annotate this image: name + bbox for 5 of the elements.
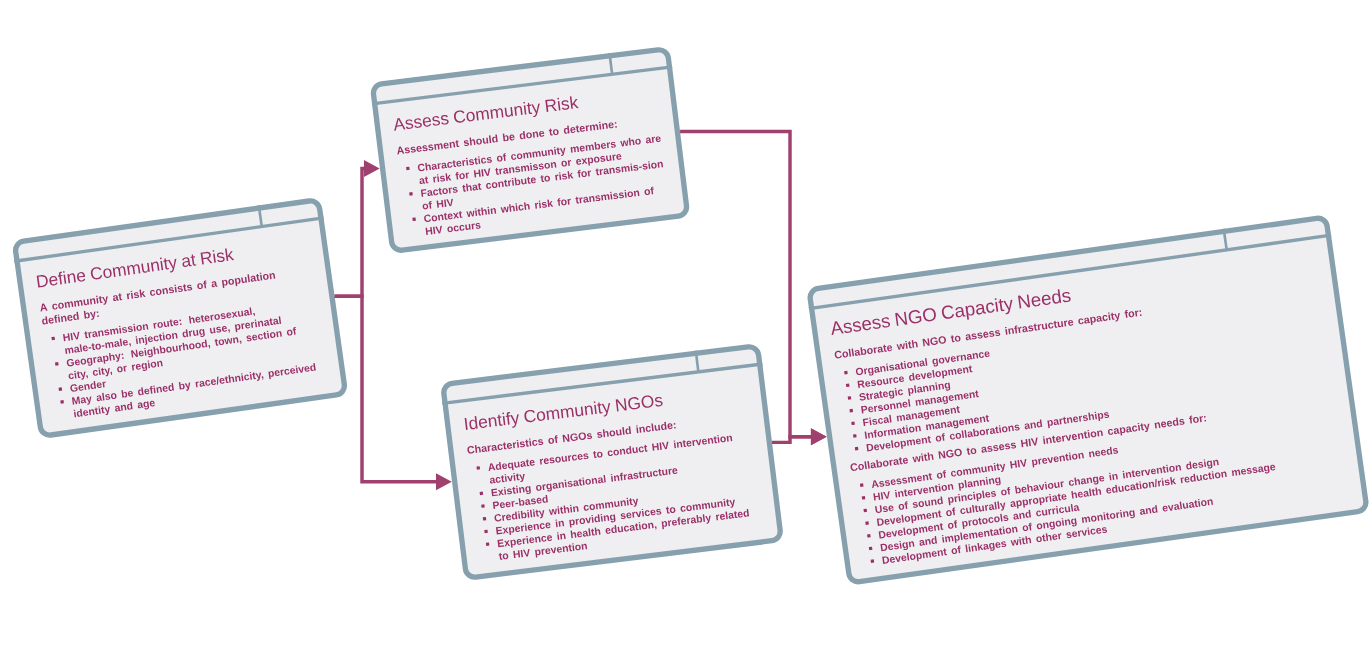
window-box <box>370 47 690 253</box>
window-box <box>12 198 348 438</box>
window-box <box>807 215 1369 585</box>
bullet-item: Gender <box>58 381 106 392</box>
window-box <box>441 344 783 580</box>
